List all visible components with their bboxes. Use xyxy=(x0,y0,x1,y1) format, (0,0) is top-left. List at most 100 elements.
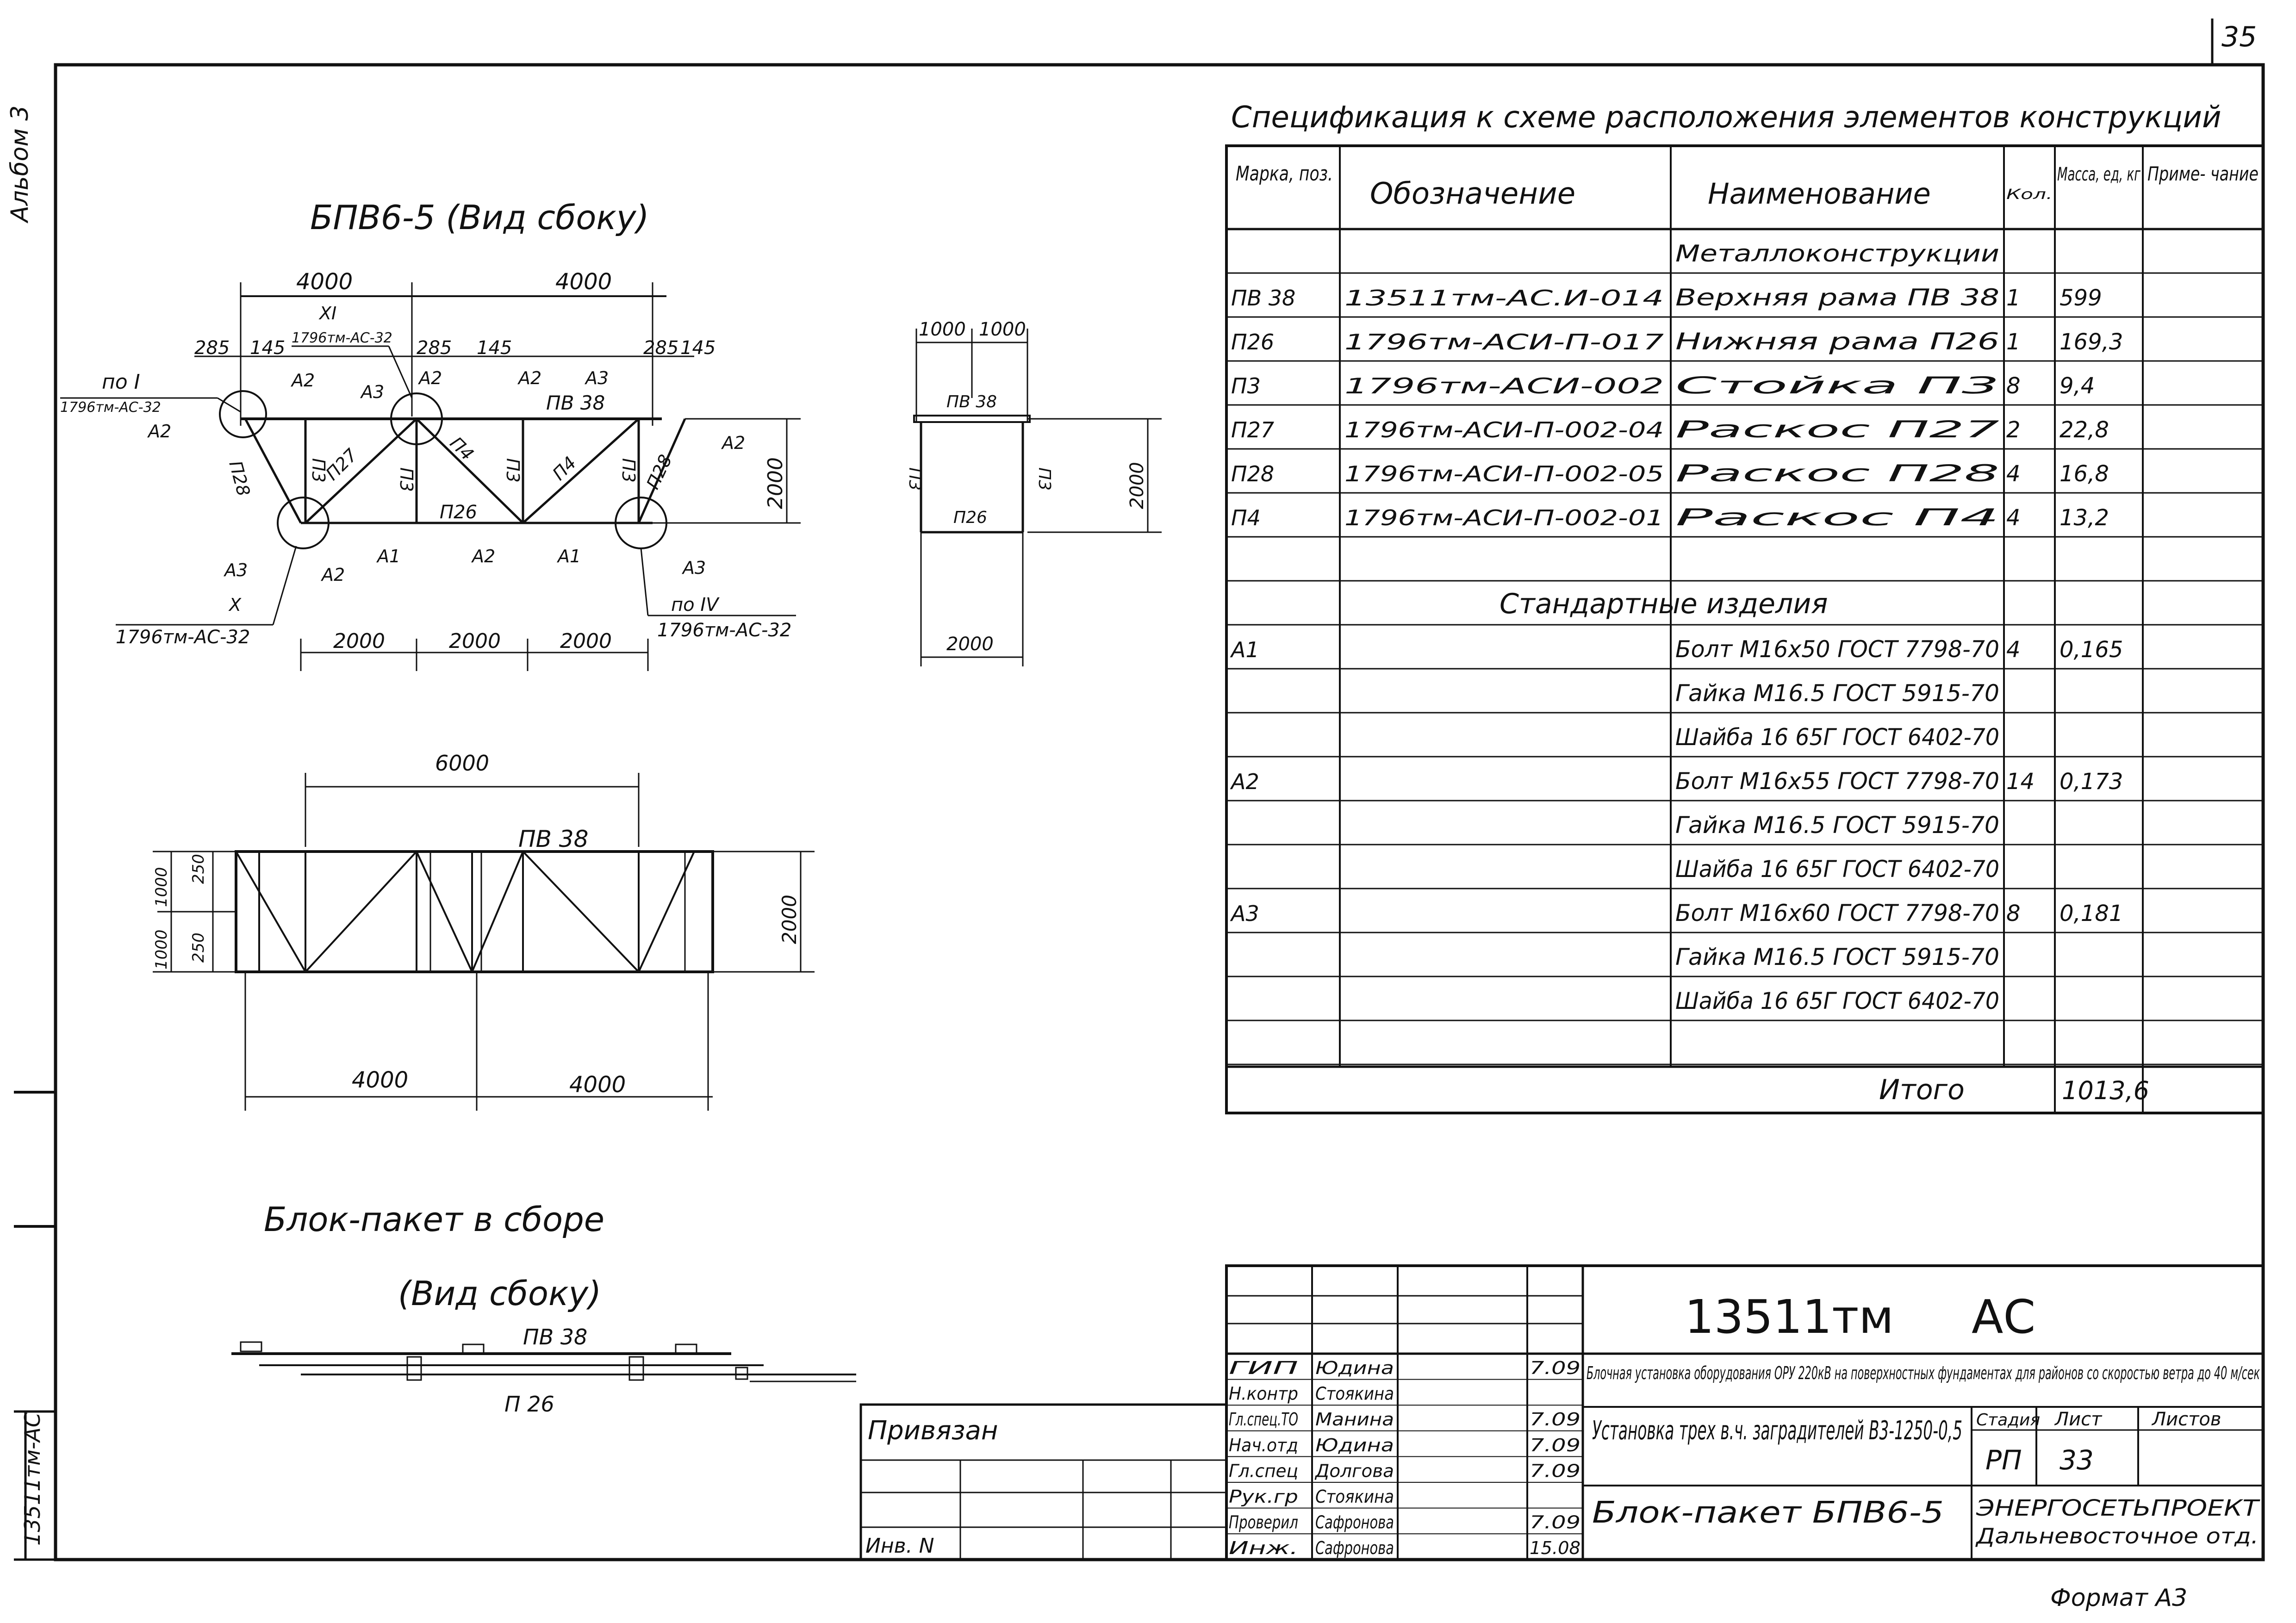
side-dim-small-2: 145 xyxy=(250,337,285,359)
tb-person-cell: 7.09 xyxy=(1530,1512,1580,1533)
assembly-title: Блок-пакет в сборе xyxy=(264,1200,604,1239)
plan-dim-left: 250 xyxy=(189,854,208,884)
member-label: А3 xyxy=(360,382,384,402)
inv-label: Инв. N xyxy=(865,1534,934,1558)
spec-cell: Стойка П3 xyxy=(1675,372,1999,399)
spec-cell: 14 xyxy=(2006,769,2035,795)
spec-cell: П28 xyxy=(1231,461,1274,486)
sheet-corner-number: 35 xyxy=(2221,21,2257,53)
tb-drawing: Блок-пакет БПВ6-5 xyxy=(1592,1496,1944,1530)
side-dim-bottom-1: 2000 xyxy=(333,629,385,653)
member-label: ПВ 38 xyxy=(546,392,605,414)
tb-person-cell: Нач.отд xyxy=(1229,1435,1298,1455)
plan-dim-left: 1000 xyxy=(152,867,171,907)
tb-org-line1: ЭНЕРГОСЕТЬПРОЕКТ xyxy=(1976,1495,2261,1521)
assembly-label-top: ПВ 38 xyxy=(523,1325,587,1349)
spec-cell: 1796тм-АСИ-П-002-04 xyxy=(1344,417,1664,442)
assembly-subtitle: (Вид сбоку) xyxy=(398,1274,601,1313)
linked-label: Привязан xyxy=(868,1416,998,1446)
node-ref-left-doc: 1796тм-АС-32 xyxy=(60,399,161,416)
spec-cell: Раскос П28 xyxy=(1675,460,1999,487)
spec-row-lines xyxy=(1226,272,2263,1065)
spec-cell: Болт М16х50 ГОСТ 7798-70 xyxy=(1675,636,1999,663)
plan-dim-top: 6000 xyxy=(435,751,489,776)
tb-person-cell: Сафронова xyxy=(1315,1538,1394,1558)
member-label: П3 xyxy=(503,458,523,483)
spec-cell: Раскос П27 xyxy=(1675,416,1999,443)
plan-dim-left: 250 xyxy=(189,933,208,963)
spec-cell: 4 xyxy=(2006,461,2021,487)
tb-person-cell: Юдина xyxy=(1315,1435,1394,1455)
spec-cell: П3 xyxy=(1231,373,1261,398)
spec-cell: А1 xyxy=(1230,637,1259,662)
spec-total-label: Итого xyxy=(1879,1074,1965,1106)
tb-person-cell: Стоякина xyxy=(1315,1384,1394,1404)
spec-cell: Болт М16х60 ГОСТ 7798-70 xyxy=(1675,900,1999,927)
member-label: А2 xyxy=(290,370,315,391)
spec-header-qty: Кол. xyxy=(2006,187,2053,203)
node-ref-br-title: по IV xyxy=(671,594,720,616)
spec-cell: Металлоконструкции xyxy=(1675,240,1999,267)
spec-cell: 22,8 xyxy=(2060,417,2109,443)
member-label: П4 xyxy=(548,453,580,484)
spec-cell: 0,165 xyxy=(2060,637,2123,663)
tb-sheet-title: Установка трех в.ч. заградителей В3-1250… xyxy=(1592,1416,1962,1446)
assembly-label-bottom: П 26 xyxy=(504,1392,554,1417)
tb-sheet-header: Лист xyxy=(2054,1409,2103,1430)
tb-stage: РП xyxy=(1985,1444,2022,1476)
end-label: П3 xyxy=(1035,467,1054,491)
side-dim-top-1: 4000 xyxy=(296,269,353,295)
spec-cell: Шайба 16 65Г ГОСТ 6402-70 xyxy=(1675,724,1999,751)
node-ref-bl-title: X xyxy=(228,595,242,615)
tb-person-cell: Долгова xyxy=(1314,1461,1394,1481)
plan-dim-bottom-2: 4000 xyxy=(569,1072,626,1098)
spec-header-notes: Приме- чание xyxy=(2147,162,2259,185)
plan-view: 6000 ПВ 38 250 1000 1000 250 2000 xyxy=(152,751,815,1111)
spec-cell: 16,8 xyxy=(2060,461,2109,487)
plan-dim-right: 2000 xyxy=(778,895,801,944)
spec-cell: 1 xyxy=(2006,329,2021,355)
spec-cell: А2 xyxy=(1230,769,1259,794)
spec-cell: 0,181 xyxy=(2060,901,2123,927)
spec-cell: 8 xyxy=(2006,373,2021,399)
tb-person-cell: Инж. xyxy=(1229,1538,1298,1558)
spec-cell: П27 xyxy=(1231,417,1274,442)
member-label: П28 xyxy=(642,451,676,492)
tb-person-cell: Рук.гр xyxy=(1229,1486,1298,1507)
spec-cell: Нижняя рама П26 xyxy=(1675,328,1999,355)
side-view-title: БПВ6-5 (Вид сбоку) xyxy=(310,198,649,237)
tb-person-cell: Н.контр xyxy=(1229,1384,1298,1404)
node-circle-left xyxy=(219,390,267,438)
member-label: А2 xyxy=(517,368,541,388)
tb-section: АС xyxy=(1972,1290,2035,1344)
spec-header-designation: Обозначение xyxy=(1370,177,1575,211)
album-label: Альбом 3 xyxy=(6,106,34,224)
end-height-dim: 2000 xyxy=(1126,462,1148,509)
side-dim-top-2: 4000 xyxy=(555,269,612,295)
member-label: П4 xyxy=(446,433,478,464)
spec-cell: Верхняя рама ПВ 38 xyxy=(1675,284,1999,311)
spec-cell: 2 xyxy=(2006,417,2021,443)
tb-person-cell: ГИП xyxy=(1229,1358,1298,1378)
tb-person-cell: 7.09 xyxy=(1530,1358,1580,1378)
tb-sheet: 33 xyxy=(2060,1444,2094,1476)
side-dim-bottom-2: 2000 xyxy=(449,629,501,653)
spec-cell: П26 xyxy=(1231,330,1274,354)
spec-cell: 169,3 xyxy=(2060,329,2123,355)
spec-cell: 1796тм-АСИ-П-017 xyxy=(1344,330,1664,354)
spec-cell: ПВ 38 xyxy=(1231,286,1295,311)
node-ref-top-doc: 1796тм-АС-32 xyxy=(292,330,392,346)
member-label: П3 xyxy=(396,467,417,492)
end-label: П26 xyxy=(953,508,987,527)
side-dim-small-4: 145 xyxy=(477,337,512,359)
tb-person-cell: 7.09 xyxy=(1530,1435,1580,1455)
tb-person-cell: Манина xyxy=(1315,1409,1394,1430)
side-dim-small-5: 285 xyxy=(643,337,678,359)
tb-person-cell: Гл.спец xyxy=(1229,1461,1298,1481)
spec-cell: 4 xyxy=(2006,637,2021,663)
spec-cell: 1796тм-АСИ-002 xyxy=(1344,373,1664,398)
spec-cell: Раскос П4 xyxy=(1675,504,1999,531)
